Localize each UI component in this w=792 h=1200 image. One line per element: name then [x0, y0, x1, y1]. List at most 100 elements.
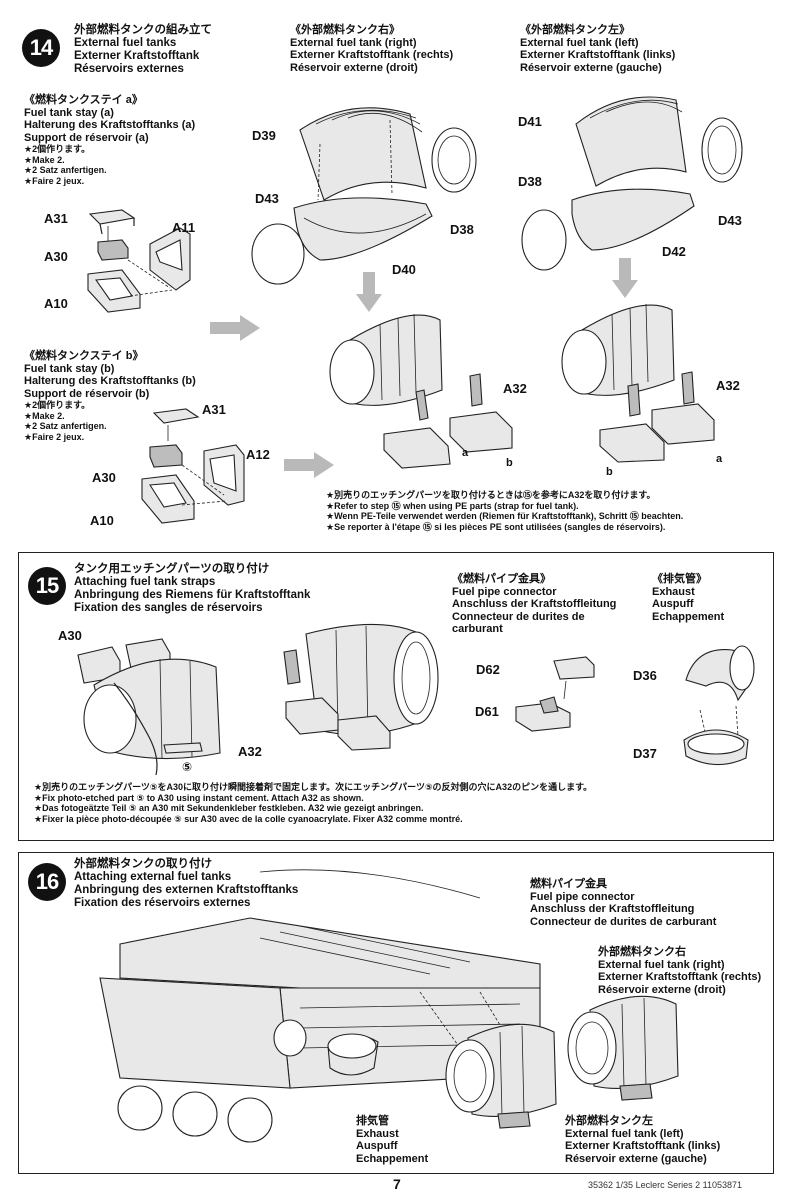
label-pe5: ⑤ [182, 760, 193, 774]
stay-b-caption: 《燃料タンクステイ b》 Fuel tank stay (b) Halterun… [24, 350, 196, 442]
stay-a-jp: 《燃料タンクステイ a》 [24, 94, 143, 106]
step-15-note-fr: ★Fixer la pièce photo-découpée ⑤ sur A30… [34, 813, 463, 824]
footer-doc-id: 11053871 [702, 1180, 743, 1190]
stay-b-make-en: ★Make 2. [24, 410, 65, 421]
label-a31-top: A31 [44, 211, 68, 226]
label-d41: D41 [518, 114, 542, 129]
label-a-right: a [462, 447, 469, 459]
step-15-title-fr: Fixation des sangles de réservoirs [74, 602, 263, 614]
tank-right-caption: 《外部燃料タンク右》 External fuel tank (right) Ex… [290, 24, 453, 74]
step-15-note-en: ★Fix photo-etched part ⑤ to A30 using in… [34, 792, 364, 803]
tank-left-caption: 《外部燃料タンク左》 External fuel tank (left) Ext… [520, 24, 675, 74]
stay-a-de: Halterung des Kraftstofftanks (a) [24, 119, 196, 131]
s16-tank-left-jp: 外部燃料タンク左 [565, 1115, 653, 1127]
stay-a-make-de: ★2 Satz anfertigen. [24, 165, 107, 175]
stay-b-en: Fuel tank stay (b) [24, 362, 115, 375]
s16-tank-right-en: External fuel tank (right) [598, 958, 725, 971]
step-14-notes: ★別売りのエッチングパーツを取り付けるときは⑮を参考にA32を取り付けます。 ★… [326, 490, 683, 532]
label-d38-left: D38 [518, 174, 542, 189]
exhaust-en: Exhaust [652, 585, 695, 598]
tank-right-jp: 《外部燃料タンク右》 [290, 24, 400, 36]
label-d38-right: D38 [450, 222, 474, 237]
page-number: 7 [393, 1176, 401, 1192]
stay-a-en: Fuel tank stay (a) [24, 106, 114, 119]
tank-left-en: External fuel tank (left) [520, 36, 639, 49]
s16-tank-left-caption: 外部燃料タンク左 External fuel tank (left) Exter… [565, 1115, 720, 1165]
step-16-title-jp: 外部燃料タンクの取り付け [74, 858, 212, 870]
s16-tank-left-en: External fuel tank (left) [565, 1127, 684, 1140]
label-d37: D37 [633, 746, 657, 761]
flow-arrow-1 [210, 315, 260, 341]
label-d43-right: D43 [255, 191, 279, 206]
s16-pipe-en: Fuel pipe connector [530, 890, 635, 903]
step-15-note-de: ★Das fotogeätzte Teil ⑤ an A30 mit Sekun… [34, 803, 424, 813]
label-d42: D42 [662, 244, 686, 259]
label-a30-top: A30 [44, 249, 68, 264]
s16-pipe-de: Anschluss der Kraftstoffleitung [530, 903, 695, 915]
step-14-note-jp: ★別売りのエッチングパーツを取り付けるときは⑮を参考にA32を取り付けます。 [326, 490, 656, 500]
step-14-number: 14 [29, 35, 54, 60]
label-a10-bottom: A10 [90, 513, 114, 528]
tank-left-fr: Réservoir externe (gauche) [520, 61, 662, 74]
s16-tank-right-fr: Réservoir externe (droit) [598, 983, 726, 996]
pipe-jp: 《燃料パイプ金具》 [452, 573, 551, 585]
tank-right-exploded [251, 107, 477, 285]
tank-left-de: Externer Kraftstofftank (links) [520, 49, 676, 61]
exhaust-installed [327, 1033, 379, 1076]
strap-assembled-drawing [283, 623, 439, 751]
s16-tank-left-fr: Réservoir externe (gauche) [565, 1152, 707, 1165]
label-b-left: b [606, 466, 613, 478]
label-d36: D36 [633, 668, 657, 683]
stay-b-fr: Support de réservoir (b) [24, 387, 150, 400]
label-a-left: a [716, 453, 723, 465]
step-14-title-jp: 外部燃料タンクの組み立て [74, 24, 212, 36]
label-a32-s15: A32 [238, 744, 262, 759]
label-a30-bottom: A30 [92, 470, 116, 485]
step-14-note-fr: ★Se reporter à l'étape ⑮ si les pièces P… [326, 521, 666, 532]
stay-b-make-fr: ★Faire 2 jeux. [24, 431, 85, 442]
s16-tank-right-de: Externer Kraftstofftank (rechts) [598, 971, 762, 983]
step-14-title-de: Externer Kraftstofftank [74, 50, 200, 62]
stay-a-caption: 《燃料タンクステイ a》 Fuel tank stay (a) Halterun… [24, 94, 195, 186]
tank-right-de: Externer Kraftstofftank (rechts) [290, 49, 454, 61]
stay-b-make-jp: ★2個作ります。 [24, 400, 91, 410]
s16-exhaust-caption: 排気管 Exhaust Auspuff Echappement [356, 1115, 428, 1165]
stay-a-drawing [87, 209, 191, 313]
step-14-note-en: ★Refer to step ⑮ when using PE parts (st… [326, 500, 579, 511]
stay-b-jp: 《燃料タンクステイ b》 [24, 350, 144, 362]
exhaust-fr: Echappement [652, 610, 725, 623]
footer-scale: 1/35 [615, 1180, 634, 1190]
label-a11: A11 [172, 220, 196, 235]
pipe-de: Anschluss der Kraftstoffleitung [452, 598, 617, 610]
step-15-note-jp: ★別売りのエッチングパーツ⑤をA30に取り付け瞬間接着剤で固定します。次にエッチ… [34, 782, 593, 792]
down-arrow-left [612, 258, 638, 298]
step-15-title-de: Anbringung des Riemens für Kraftstofftan… [74, 589, 311, 601]
label-d62: D62 [476, 662, 500, 677]
exhaust-caption: 《排気管》 Exhaust Auspuff Echappement [652, 573, 724, 623]
tank-left-exploded [521, 96, 743, 271]
right-tank-installed [567, 995, 679, 1101]
s16-exhaust-en: Exhaust [356, 1127, 399, 1140]
footer-series: Leclerc Series 2 [635, 1180, 701, 1190]
step-16-title-en: Attaching external fuel tanks [74, 871, 232, 883]
step-15-title-en: Attaching fuel tank straps [74, 576, 216, 588]
tank-right-assembled [329, 313, 513, 469]
stay-b-de: Halterung des Kraftstofftanks (b) [24, 375, 196, 387]
label-a30-s15: A30 [58, 628, 82, 643]
step-15-title-jp: タンク用エッチングパーツの取り付け [74, 563, 270, 575]
s16-tank-right-caption: 外部燃料タンク右 External fuel tank (right) Exte… [598, 946, 761, 996]
stay-a-make-fr: ★Faire 2 jeux. [24, 175, 85, 186]
step-14-title-fr: Réservoirs externes [74, 63, 184, 75]
step-14-title: 外部燃料タンクの組み立て External fuel tanks Externe… [74, 24, 212, 76]
step-14-title-en: External fuel tanks [74, 37, 177, 49]
step-16-number: 16 [35, 869, 60, 894]
stay-b-make-de: ★2 Satz anfertigen. [24, 421, 107, 431]
tank-right-fr: Réservoir externe (droit) [290, 61, 418, 74]
exhaust-jp: 《排気管》 [652, 573, 707, 585]
stay-b-drawing [141, 408, 245, 524]
s16-pipe-jp: 燃料パイプ金具 [530, 878, 607, 890]
stay-a-make-en: ★Make 2. [24, 154, 65, 165]
tank-left-assembled [561, 303, 715, 463]
exhaust-de: Auspuff [652, 598, 694, 610]
label-d43-left: D43 [718, 213, 742, 228]
